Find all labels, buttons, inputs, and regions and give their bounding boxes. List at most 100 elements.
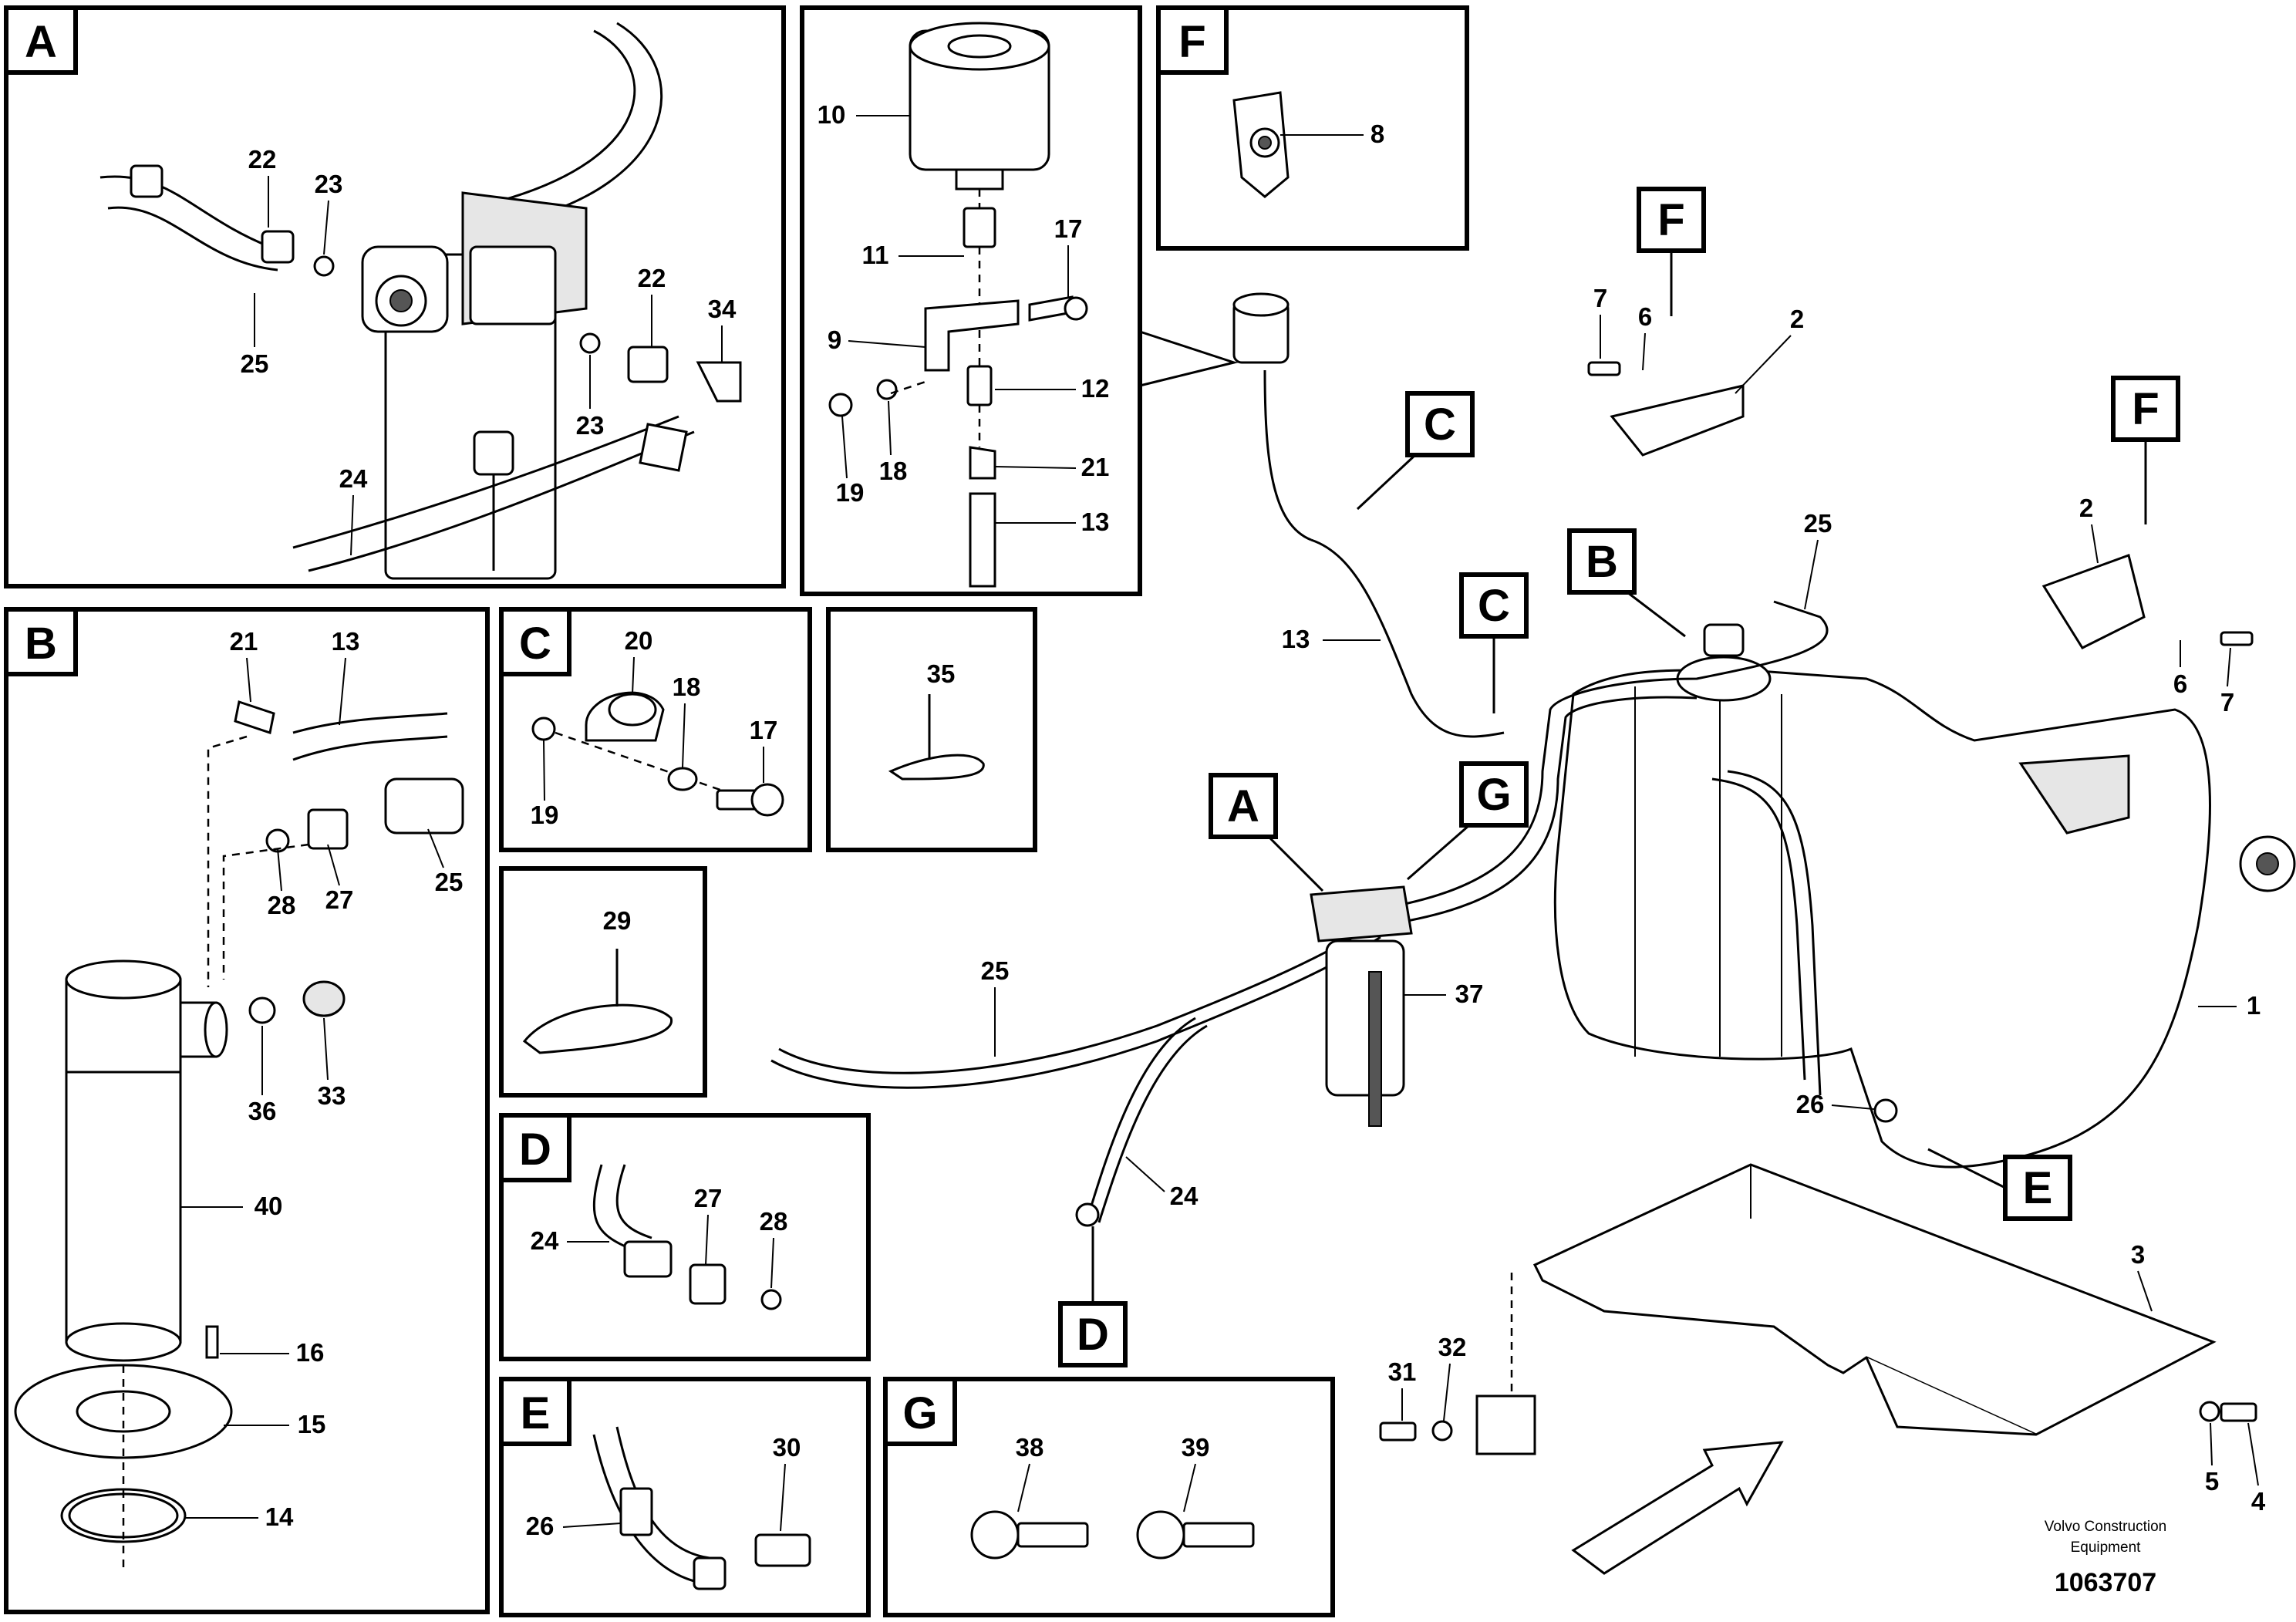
label-28-b: 28 <box>268 848 295 919</box>
svg-text:6: 6 <box>1638 302 1652 331</box>
svg-text:A: A <box>1227 781 1259 831</box>
svg-text:8: 8 <box>1371 120 1384 148</box>
panel-e-frame <box>499 1377 871 1617</box>
svg-text:2: 2 <box>1790 305 1804 333</box>
label-8: 8 <box>1280 120 1384 148</box>
callout-d: D <box>1058 1226 1128 1367</box>
panel-c-frame <box>499 607 812 852</box>
footer-credit: Volvo Construction Equipment <box>2045 1519 2166 1556</box>
label-26-main: 26 <box>1796 1090 1875 1118</box>
panel-tag-g: G <box>883 1377 957 1446</box>
label-34: 34 <box>708 295 737 363</box>
label-28-d: 28 <box>760 1207 787 1289</box>
svg-text:23: 23 <box>576 411 605 440</box>
label-29: 29 <box>603 906 632 935</box>
panel-c-drawing <box>531 691 784 817</box>
label-19-c: 19 <box>531 740 558 829</box>
label-40: 40 <box>180 1192 282 1220</box>
panel-tag-e: E <box>499 1377 571 1446</box>
svg-text:13: 13 <box>332 627 360 656</box>
svg-text:34: 34 <box>708 295 737 323</box>
svg-text:25: 25 <box>241 349 269 378</box>
svg-text:25: 25 <box>435 868 464 896</box>
panel-tag-f: F <box>1156 5 1229 75</box>
svg-text:24: 24 <box>1170 1182 1199 1210</box>
svg-text:13: 13 <box>1081 508 1110 536</box>
panel-29-drawing <box>522 949 673 1054</box>
label-30: 30 <box>773 1433 801 1532</box>
label-25-main: 25 <box>981 956 1010 1057</box>
callout-g: G <box>1407 761 1529 881</box>
svg-text:C: C <box>1478 581 1510 631</box>
label-3: 3 <box>2131 1240 2153 1312</box>
svg-text:16: 16 <box>296 1338 325 1367</box>
svg-text:13: 13 <box>1282 625 1310 653</box>
svg-text:20: 20 <box>625 626 653 655</box>
svg-text:E: E <box>2023 1163 2053 1213</box>
svg-text:7: 7 <box>2220 688 2234 717</box>
svg-text:27: 27 <box>325 885 354 914</box>
svg-text:21: 21 <box>230 627 258 656</box>
svg-text:4: 4 <box>2251 1487 2266 1516</box>
label-1: 1 <box>2198 991 2261 1020</box>
callout-c-top: C <box>1356 391 1475 511</box>
svg-text:35: 35 <box>927 659 956 688</box>
label-7-top: 7 <box>1593 284 1607 359</box>
label-7-right: 7 <box>2220 647 2234 717</box>
svg-text:17: 17 <box>750 716 778 744</box>
panel-29-frame <box>499 866 707 1098</box>
panel-a-drawing <box>99 22 742 580</box>
callout-f-top: F <box>1637 187 1706 316</box>
svg-text:36: 36 <box>248 1097 277 1125</box>
svg-text:27: 27 <box>694 1184 723 1212</box>
svg-text:B: B <box>1586 537 1618 587</box>
svg-text:F: F <box>2132 384 2159 434</box>
label-22-a2: 22 <box>638 264 666 347</box>
panel-35-frame <box>826 607 1037 852</box>
svg-text:B: B <box>25 619 57 669</box>
label-36: 36 <box>248 1026 277 1125</box>
svg-text:17: 17 <box>1054 214 1083 243</box>
label-27-d: 27 <box>694 1184 723 1266</box>
svg-text:2: 2 <box>2079 494 2093 522</box>
svg-text:22: 22 <box>248 145 277 174</box>
label-20: 20 <box>625 626 653 695</box>
svg-text:26: 26 <box>1796 1090 1825 1118</box>
label-9: 9 <box>828 325 926 354</box>
svg-text:12: 12 <box>1081 374 1110 403</box>
svg-text:19: 19 <box>836 478 865 507</box>
svg-text:C: C <box>1424 400 1456 450</box>
panel-a-frame <box>4 5 786 588</box>
svg-text:18: 18 <box>879 457 908 485</box>
label-17-d: 17 <box>1054 214 1083 297</box>
label-23-a1: 23 <box>315 170 342 255</box>
main-assembly-drawing <box>770 292 2296 1575</box>
svg-text:39: 39 <box>1182 1433 1210 1462</box>
label-25-b: 25 <box>427 828 464 896</box>
panel-f-frame <box>1156 5 1469 251</box>
svg-text:Volvo Construction: Volvo Construction <box>2045 1519 2166 1535</box>
panel-tag-b: B <box>4 607 78 676</box>
label-16: 16 <box>220 1338 324 1367</box>
label-35: 35 <box>927 659 956 688</box>
svg-text:31: 31 <box>1388 1357 1417 1386</box>
svg-text:25: 25 <box>981 956 1010 985</box>
svg-text:10: 10 <box>818 100 846 129</box>
label-21-d: 21 <box>994 453 1109 481</box>
svg-text:15: 15 <box>298 1410 326 1438</box>
svg-text:5: 5 <box>2205 1467 2219 1496</box>
label-5: 5 <box>2205 1422 2219 1496</box>
svg-text:3: 3 <box>2131 1240 2145 1269</box>
label-33: 33 <box>318 1017 346 1110</box>
panel-f-drawing <box>1232 91 1290 198</box>
svg-text:G: G <box>1476 770 1511 820</box>
label-13-b: 13 <box>332 627 360 726</box>
callout-a: A <box>1209 773 1324 892</box>
svg-text:D: D <box>1077 1310 1109 1360</box>
svg-text:40: 40 <box>255 1192 283 1220</box>
label-6-right: 6 <box>2173 640 2187 698</box>
svg-text:D: D <box>519 1125 551 1175</box>
panel-d-frame <box>499 1113 871 1361</box>
